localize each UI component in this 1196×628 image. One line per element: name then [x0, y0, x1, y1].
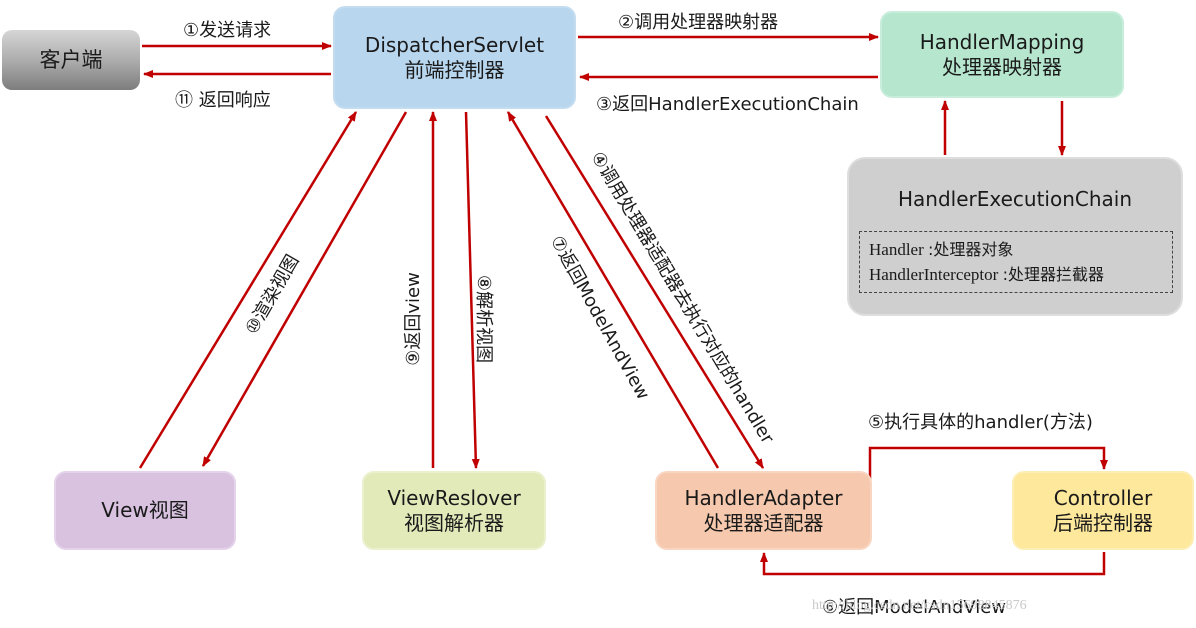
handler-entry: Handler :处理器对象: [869, 237, 1172, 262]
step1-label: ①发送请求: [183, 20, 272, 41]
view-resolver-node: ViewReslover 视图解析器: [362, 471, 546, 550]
client-label: 客户端: [39, 47, 103, 72]
step5-label: ⑤执行具体的handler(方法): [868, 412, 1093, 433]
arrow-return-modelandview-to-adapter: [760, 552, 1106, 576]
arrow-resolve-view: [464, 111, 480, 469]
handler-adapter-subtitle: 处理器适配器: [703, 510, 824, 535]
controller-subtitle: 后端控制器: [1053, 510, 1153, 535]
handler-execution-chain-title: HandlerExecutionChain: [897, 187, 1133, 211]
view-resolver-subtitle: 视图解析器: [404, 510, 504, 535]
arrow-view-to-ds: [138, 111, 358, 469]
handler-name: Handler: [869, 240, 924, 259]
step2-label: ②调用处理器映射器: [618, 12, 779, 33]
handler-description: :处理器对象: [928, 240, 1014, 259]
arrow-return-modelandview-to-ds: [506, 111, 720, 469]
arrow-render-view: [201, 111, 408, 467]
handler-adapter-node: HandlerAdapter 处理器适配器: [655, 471, 872, 550]
step3-label: ③返回HandlerExecutionChain: [596, 94, 859, 115]
interceptor-description: :处理器拦截器: [1002, 265, 1104, 284]
dispatcher-servlet-node: DispatcherServlet 前端控制器: [333, 6, 576, 109]
client-node: 客户端: [2, 30, 140, 90]
dispatcher-servlet-title: DispatcherServlet: [364, 32, 545, 57]
execution-chain-contents: Handler :处理器对象 HandlerInterceptor :处理器拦截…: [859, 231, 1173, 293]
step8-label: ⑧解析视图: [473, 274, 495, 364]
handler-adapter-title: HandlerAdapter: [684, 485, 843, 510]
dispatcher-servlet-subtitle: 前端控制器: [404, 57, 505, 82]
step6-label: ⑥返回ModelAndView: [822, 597, 1007, 618]
handler-execution-chain-node: HandlerExecutionChain Handler :处理器对象 Han…: [847, 157, 1183, 316]
view-node: View视图: [54, 471, 236, 550]
handler-mapping-node: HandlerMapping 处理器映射器: [880, 11, 1124, 98]
handler-mapping-subtitle: 处理器映射器: [942, 54, 1062, 79]
arrow-call-handler-adapter: [544, 115, 765, 469]
interceptor-entry: HandlerInterceptor :处理器拦截器: [869, 262, 1172, 287]
watermark-text: http://blog.csdn.net/csdn15698845876: [812, 598, 1027, 613]
interceptor-name: HandlerInterceptor: [869, 265, 999, 284]
view-label: View视图: [101, 498, 189, 522]
view-resolver-title: ViewReslover: [387, 485, 521, 510]
step9-label: ⑨返回view: [402, 272, 424, 366]
controller-node: Controller 后端控制器: [1012, 471, 1194, 550]
handler-mapping-title: HandlerMapping: [919, 29, 1085, 54]
arrow-execute-handler: [868, 446, 1108, 483]
step11-label: ⑪ 返回响应: [175, 90, 271, 111]
controller-title: Controller: [1053, 485, 1153, 510]
